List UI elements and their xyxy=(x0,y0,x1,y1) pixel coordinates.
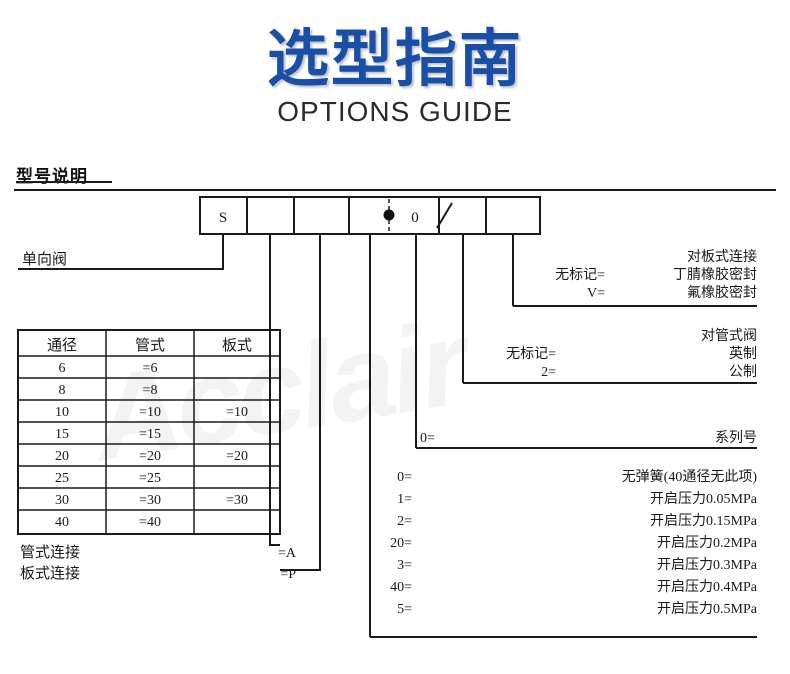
table-row: =10 xyxy=(139,405,161,420)
legend-thread-code-0: 无标记= xyxy=(506,346,556,362)
legend-pressure-desc-3: 开启压力0.2MPa xyxy=(657,535,758,551)
legend-seal-code-0: 无标记= xyxy=(555,267,605,283)
legend-pressure-code-1: 1= xyxy=(397,492,412,507)
code-box-label-s: S xyxy=(219,210,227,226)
legend-pressure-code-5: 40= xyxy=(390,580,412,595)
legend-pressure-code-6: 5= xyxy=(397,602,412,617)
legend-pressure-code-4: 3= xyxy=(397,558,412,573)
table-row: =30 xyxy=(226,493,248,508)
table-row: =25 xyxy=(139,471,161,486)
connection-note-code-1: =P xyxy=(280,567,296,582)
table-row: =30 xyxy=(139,493,161,508)
code-dot-marker xyxy=(383,209,395,221)
table-row: =15 xyxy=(139,427,161,442)
legend-pressure-desc-5: 开启压力0.4MPa xyxy=(657,579,758,595)
page-title-en: OPTIONS GUIDE xyxy=(277,96,513,127)
table-row: 8 xyxy=(59,383,66,398)
table-row: 25 xyxy=(55,471,69,486)
table-row: =20 xyxy=(139,449,161,464)
legend-pressure: 0= 无弹簧(40通径无此项) 1= 开启压力0.05MPa 2= 开启压力0.… xyxy=(390,469,758,617)
legend-thread-desc-1: 英制 xyxy=(729,345,757,362)
page-title-cn: 选型指南 xyxy=(266,22,523,95)
table-row: 6 xyxy=(59,361,66,376)
connection-note-name-0: 管式连接 xyxy=(20,544,80,561)
table-outer-border xyxy=(17,329,281,535)
page-header: 选型指南 OPTIONS GUIDE xyxy=(0,0,790,128)
legend-thread-desc-2: 公制 xyxy=(729,364,757,380)
code-box-label-zero: 0 xyxy=(411,210,419,226)
code-box-row: S 0 xyxy=(199,196,541,235)
legend-series-code: 0= xyxy=(420,431,435,446)
table-row: 20 xyxy=(55,449,69,464)
leader-drops xyxy=(269,234,514,637)
code-box-5 xyxy=(438,196,487,235)
legend-seal-desc-0: 对板式连接 xyxy=(687,248,757,265)
legend-seal-desc-1: 丁腈橡胶密封 xyxy=(673,266,757,283)
leader-check-valve xyxy=(18,234,224,270)
table-row: 10 xyxy=(55,405,69,420)
legend-pressure-desc-2: 开启压力0.15MPa xyxy=(650,513,758,529)
legend-pressure-desc-6: 开启压力0.5MPa xyxy=(657,601,758,617)
code-box-6 xyxy=(485,196,541,235)
connection-notes: 管式连接 =A 板式连接 =P xyxy=(20,544,297,582)
legend-series-desc: 系列号 xyxy=(715,430,757,446)
legend-pressure-code-3: 20= xyxy=(390,536,412,551)
legend-pressure-desc-4: 开启压力0.3MPa xyxy=(657,557,758,573)
table-header-0: 通径 xyxy=(47,337,77,354)
table-row: =40 xyxy=(139,515,161,530)
connection-note-code-0: =A xyxy=(278,546,297,561)
table-row: 40 xyxy=(55,515,69,530)
legend-pressure-desc-0: 无弹簧(40通径无此项) xyxy=(622,469,758,485)
legend-series: 0= 系列号 xyxy=(420,430,757,446)
bore-size-table: 通径 管式 板式 6 =6 8 =8 10 =10 =10 15 =15 20 … xyxy=(17,329,281,535)
legend-seal-desc-2: 氟橡胶密封 xyxy=(687,284,757,301)
table-row: 30 xyxy=(55,493,69,508)
legend-pressure-desc-1: 开启压力0.05MPa xyxy=(650,491,758,507)
table-row: =8 xyxy=(143,383,158,398)
legend-seal-code-1: V= xyxy=(587,286,605,301)
legend-thread: 无标记= 2= 对管式阀 英制 公制 xyxy=(506,328,757,380)
legend-pressure-code-2: 2= xyxy=(397,514,412,529)
legend-seal: 无标记= V= 对板式连接 丁腈橡胶密封 氟橡胶密封 xyxy=(555,248,757,301)
table-row: 15 xyxy=(55,427,69,442)
code-box-3 xyxy=(293,196,350,235)
legend-pressure-code-0: 0= xyxy=(397,470,412,485)
code-box-2 xyxy=(246,196,295,235)
legend-thread-desc-0: 对管式阀 xyxy=(701,328,757,344)
table-row: =10 xyxy=(226,405,248,420)
table-header-1: 管式 xyxy=(135,337,165,354)
legend-thread-code-1: 2= xyxy=(541,365,556,380)
label-check-valve: 单向阀 xyxy=(22,251,67,268)
table-row: =20 xyxy=(226,449,248,464)
table-row: =6 xyxy=(143,361,158,376)
connection-note-name-1: 板式连接 xyxy=(20,564,80,582)
table-header-2: 板式 xyxy=(222,336,252,354)
code-slash-marker xyxy=(436,202,453,229)
